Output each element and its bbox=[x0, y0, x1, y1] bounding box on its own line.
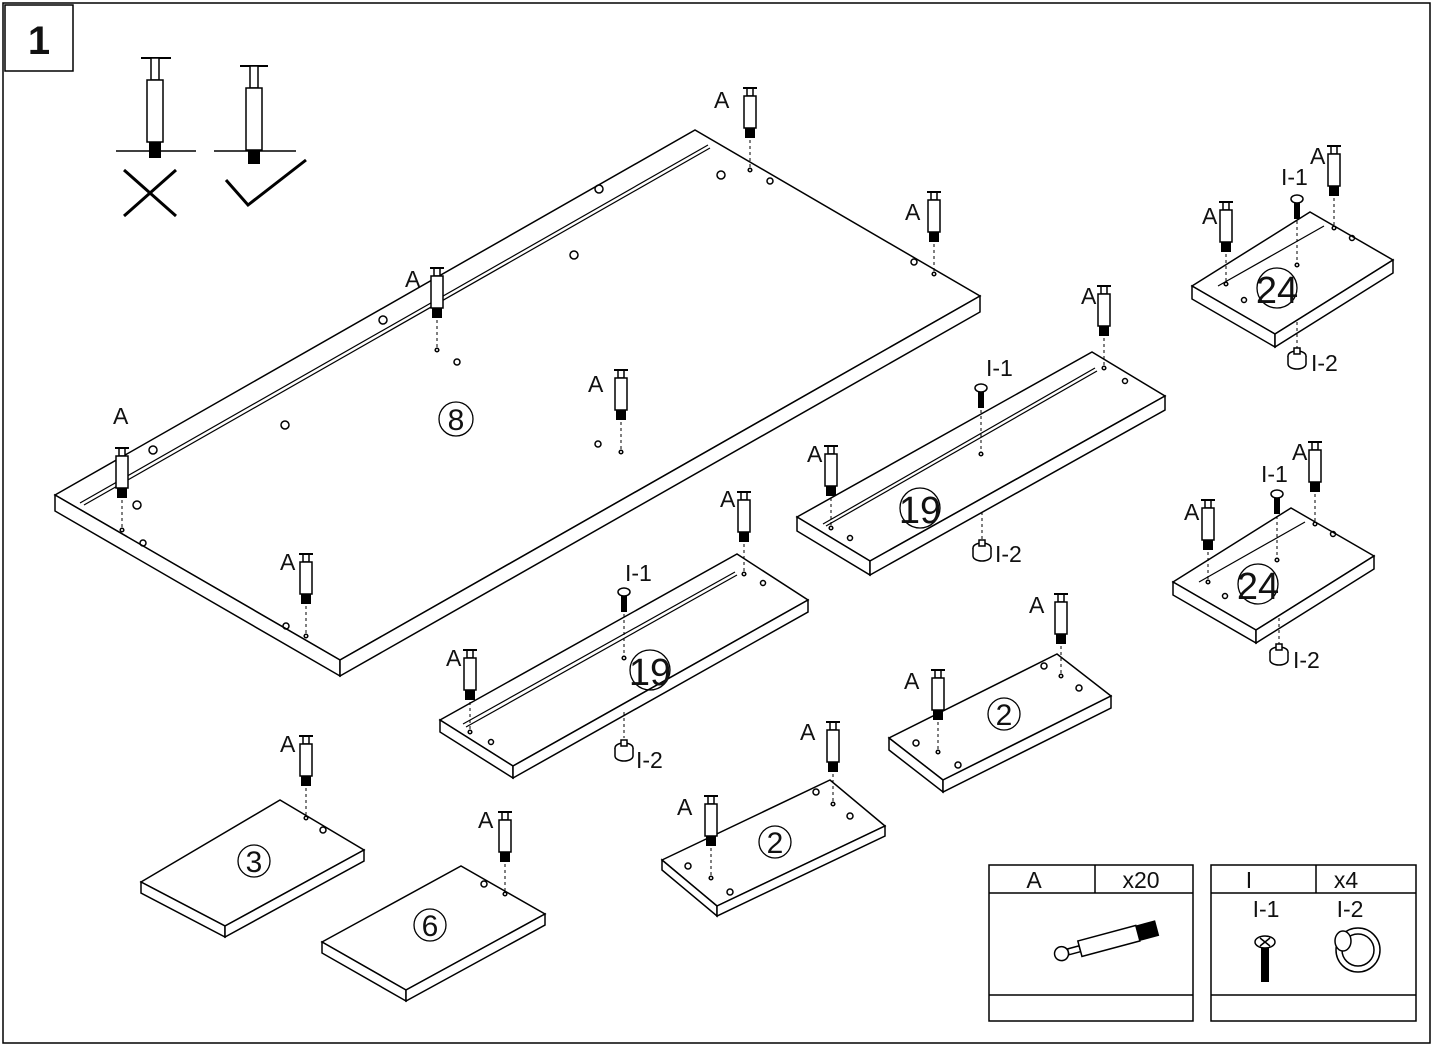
part-number-19-left: 19 bbox=[629, 652, 671, 694]
label-i2: I-2 bbox=[995, 541, 1022, 567]
part-number-2-lower: 2 bbox=[767, 827, 784, 860]
legend-a-qty: x20 bbox=[1122, 867, 1159, 893]
panel-24-top: 24 bbox=[1190, 211, 1395, 349]
label-a: A bbox=[677, 794, 693, 820]
label-a: A bbox=[714, 87, 730, 113]
label-a: A bbox=[800, 719, 816, 745]
legend-i2-label: I-2 bbox=[1337, 896, 1364, 922]
label-a: A bbox=[1202, 203, 1218, 229]
label-a: A bbox=[807, 441, 823, 467]
panel-6: 6 bbox=[320, 865, 547, 1003]
hardware-legend-a: A x20 bbox=[988, 864, 1194, 1022]
label-a: A bbox=[588, 371, 604, 397]
step-number: 1 bbox=[28, 19, 50, 63]
legend-i-letter: I bbox=[1246, 867, 1252, 893]
label-a: A bbox=[1184, 499, 1200, 525]
part-number-19-right: 19 bbox=[899, 490, 941, 532]
label-a: A bbox=[1081, 283, 1097, 309]
part-number-8: 8 bbox=[448, 404, 465, 437]
hardware-legend-i: I x4 I-1 I-2 bbox=[1210, 864, 1417, 1022]
part-number-2-upper: 2 bbox=[996, 699, 1013, 732]
panel-24-bottom: 24 bbox=[1171, 507, 1376, 645]
label-i2: I-2 bbox=[1311, 350, 1338, 376]
legend-i-qty: x4 bbox=[1334, 867, 1359, 893]
part-number-24-top: 24 bbox=[1256, 270, 1298, 312]
panel-2-upper: 2 bbox=[887, 653, 1113, 794]
label-a: A bbox=[113, 403, 129, 429]
label-i1: I-1 bbox=[625, 560, 652, 586]
callout-labels: A A A A A A A A A A A A A A A A A A A A … bbox=[113, 87, 1338, 833]
panel-8: 8 bbox=[53, 129, 982, 678]
wrong-insertion-icon bbox=[116, 57, 196, 218]
legend-a-letter: A bbox=[1026, 867, 1042, 893]
part-number-6: 6 bbox=[422, 910, 439, 943]
label-a: A bbox=[904, 668, 920, 694]
label-a: A bbox=[1292, 439, 1308, 465]
cam-bolt-icon bbox=[1053, 920, 1160, 962]
label-i1: I-1 bbox=[1281, 164, 1308, 190]
label-a: A bbox=[720, 486, 736, 512]
label-a: A bbox=[405, 266, 421, 292]
label-i2: I-2 bbox=[636, 747, 663, 773]
label-i1: I-1 bbox=[986, 355, 1013, 381]
panel-3: 3 bbox=[139, 799, 366, 939]
glides-i2 bbox=[614, 322, 1307, 762]
glide-icon bbox=[1334, 927, 1381, 973]
step-box: 1 bbox=[4, 4, 74, 72]
label-a: A bbox=[446, 645, 462, 671]
label-i1: I-1 bbox=[1261, 461, 1288, 487]
part-number-3: 3 bbox=[246, 846, 263, 879]
label-a: A bbox=[1310, 143, 1326, 169]
label-i2: I-2 bbox=[1293, 647, 1320, 673]
correct-insertion-icon bbox=[214, 65, 307, 208]
label-a: A bbox=[905, 199, 921, 225]
part-number-24-bottom: 24 bbox=[1237, 566, 1279, 608]
label-a: A bbox=[280, 549, 296, 575]
screw-icon bbox=[1254, 935, 1276, 982]
label-a: A bbox=[478, 807, 494, 833]
panel-2-lower: 2 bbox=[660, 779, 887, 918]
legend-i1-label: I-1 bbox=[1253, 896, 1280, 922]
label-a: A bbox=[280, 731, 296, 757]
label-a: A bbox=[1029, 592, 1045, 618]
